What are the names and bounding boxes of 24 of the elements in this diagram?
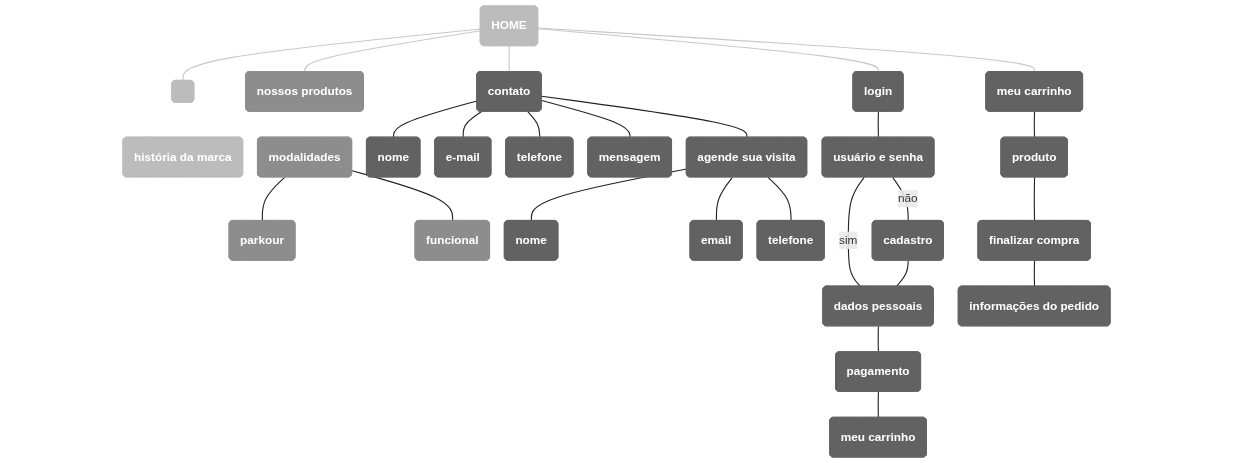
connector [767, 176, 793, 222]
edge-label: sim [839, 233, 858, 247]
connector [183, 28, 482, 82]
connector [878, 391, 880, 419]
connector [527, 111, 541, 139]
connector [393, 100, 479, 139]
connector [1034, 260, 1036, 287]
edge-label: não [898, 192, 919, 205]
connector [896, 260, 910, 287]
connector [848, 176, 866, 287]
connector [538, 28, 880, 73]
connector [1034, 111, 1036, 139]
connector [878, 111, 880, 139]
connector [541, 95, 748, 139]
connector [538, 27, 1036, 73]
connector [304, 30, 482, 73]
connector [463, 111, 483, 139]
connector [352, 170, 454, 222]
connector [509, 45, 511, 73]
connector [1034, 176, 1036, 222]
connector [878, 325, 880, 353]
connector [262, 176, 286, 222]
connector [541, 100, 632, 139]
connector [716, 176, 734, 222]
